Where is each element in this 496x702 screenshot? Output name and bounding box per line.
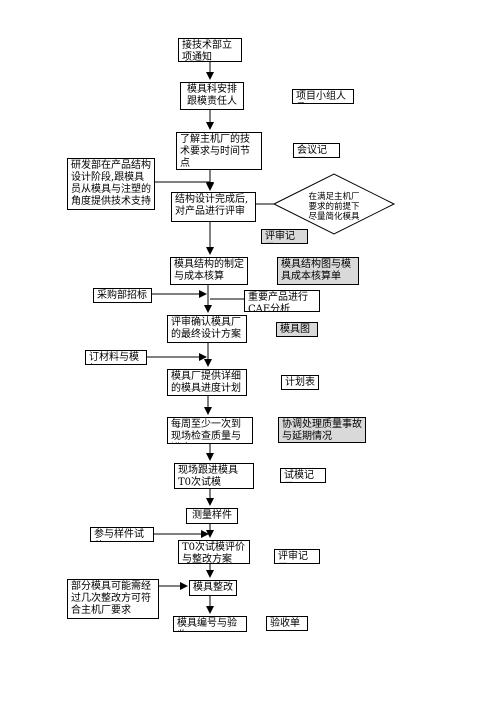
- step-mold-rework: 模具整改: [189, 580, 237, 596]
- note-review-record: 评审记录: [261, 229, 308, 244]
- note-multiple-rework: 部分模具可能需经过几次整改方可符合主机厂要求: [67, 579, 159, 619]
- step-understand-requirements: 了解主机厂的技术要求与时间节点: [176, 132, 262, 170]
- step-measure-sample: 测量样件: [186, 508, 238, 524]
- step-numbering-acceptance: 模具编号与验收: [173, 616, 247, 632]
- step-design-review: 结构设计完成后,对产品进行评审: [171, 192, 256, 222]
- step-progress-plan: 模具厂提供详细的模具进度计划: [167, 369, 247, 396]
- note-review-record-2: 评审记录: [274, 549, 320, 564]
- note-trial-record: 试模记录: [280, 468, 326, 483]
- note-schedule: 计划表: [281, 375, 319, 390]
- step-assign-owner: 模具科安排跟模责任人: [180, 82, 244, 110]
- step-mold-structure-costing: 模具结构的制定与成本核算: [170, 257, 248, 285]
- note-coordinate-issues: 协调处理质量事故与延期情况: [278, 417, 366, 443]
- note-rnd-support: 研发部在产品结构设计阶段,跟模具员从模具与注塑的角度提供技术支持: [67, 158, 155, 210]
- step-project-notice: 接技术部立项通知: [178, 38, 242, 62]
- step-t0-evaluation: T0次试模评价与整改方案: [178, 540, 250, 564]
- decision-text: 在满足主机厂要求的前提下尽量简化模具: [308, 192, 360, 222]
- decision-diamond: [272, 173, 396, 235]
- note-cae-analysis: 重要产品进行CAE分析: [244, 290, 320, 312]
- step-t0-trial: 现场跟进模具T0次试模: [174, 463, 254, 489]
- note-procurement-bidding: 采购部招标: [93, 288, 152, 303]
- step-weekly-inspection: 每周至少一次到现场检查质量与进度: [167, 417, 253, 444]
- note-sample-assembly: 参与样件试装: [90, 527, 154, 542]
- note-project-team: 项目小组人员: [292, 89, 354, 104]
- step-final-design-approval: 评审确认模具厂的最终设计方案: [167, 315, 247, 343]
- note-meeting-record: 会议记录: [293, 143, 340, 158]
- connector-l1: [155, 181, 214, 191]
- note-order-materials: 订材料与模架: [85, 350, 147, 365]
- note-mold-drawing: 模具图: [276, 322, 318, 337]
- note-structure-costing-sheet: 模具结构图与模具成本核算单: [277, 257, 359, 285]
- note-acceptance-form: 验收单: [266, 616, 308, 631]
